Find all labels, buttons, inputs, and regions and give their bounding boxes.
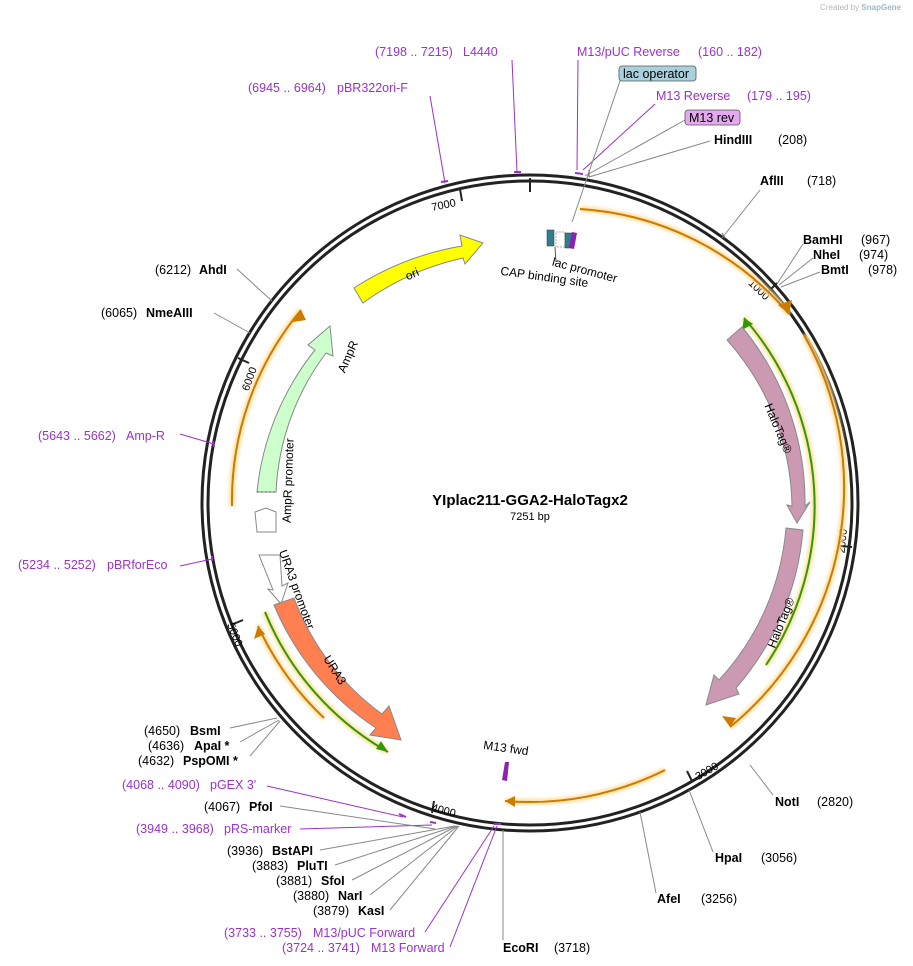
enzyme-bmti-name: BmtI (821, 263, 849, 277)
enzyme-bstapi-name: BstAPI (272, 844, 313, 858)
enzyme-bmti-pos: (978) (868, 263, 897, 277)
backbone-outer (200, 173, 860, 833)
enzyme-nari-name: NarI (338, 889, 362, 903)
ampr-promoter-label: AmpR promoter (280, 438, 297, 523)
enzyme-nmeaiii-name: NmeAIII (146, 306, 193, 320)
enzyme-kasi-pos: (3879) (313, 904, 349, 918)
m13-fwd-mark (502, 762, 509, 781)
primer-name-pgex3: pGEX 3' (210, 778, 256, 792)
enzyme-bamhi-name: BamHI (803, 233, 843, 247)
enzyme-pluti-pos: (3883) (252, 859, 288, 873)
enzyme-bsmi-name: BsmI (190, 724, 221, 738)
lac-promoter-mark (555, 231, 566, 248)
ura3-promoter-arrow (258, 554, 289, 605)
enzyme-nhei-name: NheI (813, 248, 840, 262)
enzyme-kasi-name: KasI (358, 904, 384, 918)
tick-3000: 3000 (686, 760, 721, 783)
enzyme-nmeaiii-pos: (6065) (101, 306, 137, 320)
enzyme-pfoi-pos: (4067) (204, 800, 240, 814)
enzyme-site-marks (588, 170, 726, 239)
m13-rev-mark (569, 232, 577, 249)
lac-operator-label: lac operator (623, 67, 689, 81)
green-arcs (262, 316, 818, 755)
primer-name-prs-marker: pRS-marker (224, 822, 291, 836)
ampr-promoter-arrow (254, 507, 277, 533)
lac-operator-box (618, 65, 697, 82)
ori-arrow (353, 234, 484, 304)
tick-5000: 5000 (224, 619, 244, 648)
enzyme-pfoi-name: PfoI (249, 800, 273, 814)
enzyme-bamhi-pos: (967) (861, 233, 890, 247)
ampr-label: AmpR (335, 338, 361, 374)
enzyme-aflii-name: AflII (760, 174, 784, 188)
primer-name-l4440: L4440 (463, 45, 498, 59)
primer-marks (211, 171, 584, 825)
primer-range-pbrforeco: (5234 .. 5252) (18, 558, 96, 572)
halotag-arrow-1 (726, 326, 811, 524)
primer-range-m13-puc-reverse: (160 .. 182) (698, 45, 762, 59)
primer-name-amp-r: Amp-R (126, 429, 165, 443)
ampr-arrow (256, 324, 334, 493)
m13-fwd-label: M13 fwd (483, 738, 530, 758)
enzyme-bstapi-pos: (3936) (227, 844, 263, 858)
enzyme-hpai-pos: (3056) (761, 851, 797, 865)
enzyme-afei-pos: (3256) (701, 892, 737, 906)
plasmid-length: 7251 bp (510, 511, 550, 523)
enzyme-aflii-pos: (718) (807, 174, 836, 188)
primer-leaders (179, 59, 656, 948)
ura3-arrow (273, 597, 402, 741)
primer-range-l4440: (7198 .. 7215) (375, 45, 453, 59)
tick-7000: 7000 (430, 188, 463, 214)
primer-name-m13-puc-forward: M13/pUC Forward (313, 926, 415, 940)
tick-label-5000: 5000 (224, 621, 244, 648)
primer-range-pgex3: (4068 .. 4090) (122, 778, 200, 792)
enzyme-hindiii-pos: (208) (778, 133, 807, 147)
enzyme-pluti-name: PluTI (297, 859, 328, 873)
orf-arcs (228, 206, 848, 807)
enzyme-apai-pos: (4636) (148, 739, 184, 753)
tick-label-7000: 7000 (430, 197, 456, 214)
primer-range-pbr322ori-f: (6945 .. 6964) (248, 81, 326, 95)
enzyme-apai-name: ApaI * (194, 739, 230, 753)
enzyme-leaders (213, 71, 821, 940)
enzyme-pspomi-name: PspOMI * (183, 754, 238, 768)
primer-range-amp-r: (5643 .. 5662) (38, 429, 116, 443)
enzyme-noti-pos: (2820) (817, 795, 853, 809)
ori-label: ori (403, 265, 421, 283)
enzyme-ahdi-pos: (6212) (155, 263, 191, 277)
enzyme-afei-name: AfeI (657, 892, 681, 906)
m13-rev-label: M13 rev (689, 111, 735, 125)
enzyme-nhei-pos: (974) (859, 248, 888, 262)
snapgene-credit: Created by SnapGene (820, 3, 901, 12)
enzyme-ecori-name: EcoRI (503, 941, 538, 955)
primer-name-pbrforeco: pBRforEco (107, 558, 167, 572)
enzyme-nari-pos: (3880) (293, 889, 329, 903)
credit-brand: SnapGene (861, 3, 901, 12)
enzyme-bsmi-pos: (4650) (144, 724, 180, 738)
halotag-arrow-2 (705, 527, 804, 706)
primer-range-m13-forward: (3724 .. 3741) (282, 941, 360, 955)
primer-range-prs-marker: (3949 .. 3968) (136, 822, 214, 836)
enzyme-noti-name: NotI (775, 795, 799, 809)
enzyme-sfoi-name: SfoI (321, 874, 345, 888)
m13-rev-box (684, 109, 741, 126)
primer-range-m13-puc-forward: (3733 .. 3755) (224, 926, 302, 940)
primer-name-m13-puc-reverse: M13/pUC Reverse (577, 45, 680, 59)
enzyme-hpai-name: HpaI (715, 851, 742, 865)
primer-range-m13-reverse: (179 .. 195) (747, 89, 811, 103)
enzyme-sfoi-pos: (3881) (276, 874, 312, 888)
enzyme-hindiii-name: HindIII (714, 133, 752, 147)
primer-name-m13-reverse: M13 Reverse (656, 89, 730, 103)
credit-prefix: Created by (820, 3, 860, 12)
primer-name-pbr322ori-f: pBR322ori-F (337, 81, 408, 95)
plasmid-name: YIplac211-GGA2-HaloTagx2 (432, 492, 628, 509)
cap-binding-site-mark (546, 229, 555, 247)
enzyme-ecori-pos: (3718) (554, 941, 590, 955)
primer-name-m13-forward: M13 Forward (371, 941, 445, 955)
enzyme-ahdi-name: AhdI (199, 263, 227, 277)
enzyme-pspomi-pos: (4632) (138, 754, 174, 768)
